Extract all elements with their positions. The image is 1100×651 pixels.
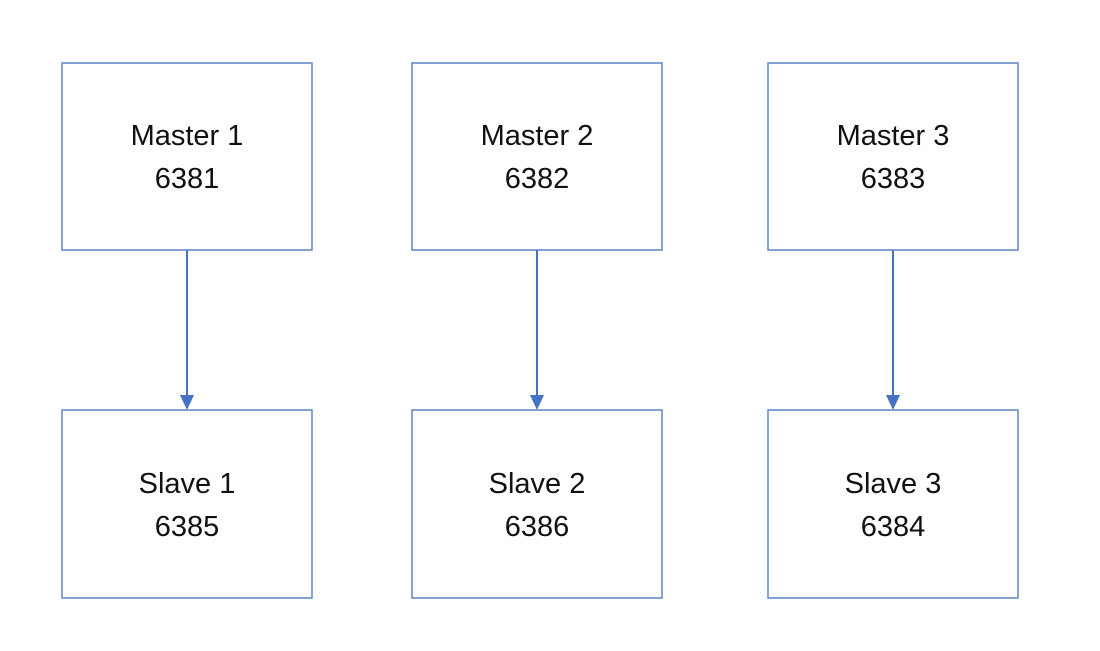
arrowhead-2: [530, 395, 544, 410]
slave-node-1: Slave 1 6385: [61, 409, 313, 599]
master-port-1: 6381: [155, 163, 220, 195]
slave-node-3: Slave 3 6384: [767, 409, 1019, 599]
pair-1: Master 1 6381 Slave 1 6385: [61, 62, 313, 599]
arrowhead-3: [886, 395, 900, 410]
slave-box-3: [767, 409, 1019, 599]
master-box-2: [411, 62, 663, 251]
master-port-2: 6382: [505, 163, 570, 195]
slave-port-2: 6386: [505, 511, 570, 543]
slave-name-2: Slave 2: [489, 468, 586, 500]
master-box-1: [61, 62, 313, 251]
slave-name-3: Slave 3: [845, 468, 942, 500]
master-name-2: Master 2: [481, 120, 594, 152]
arrowhead-1: [180, 395, 194, 410]
master-node-3: Master 3 6383: [767, 62, 1019, 251]
master-box-3: [767, 62, 1019, 251]
replication-arrow-3: [886, 250, 900, 410]
replication-arrow-2: [530, 250, 544, 410]
master-node-2: Master 2 6382: [411, 62, 663, 251]
slave-port-3: 6384: [861, 511, 926, 543]
master-name-1: Master 1: [131, 120, 244, 152]
master-port-3: 6383: [861, 163, 926, 195]
pair-3: Master 3 6383 Slave 3 6384: [767, 62, 1019, 599]
slave-port-1: 6385: [155, 511, 220, 543]
slave-box-2: [411, 409, 663, 599]
master-name-3: Master 3: [837, 120, 950, 152]
slave-name-1: Slave 1: [139, 468, 236, 500]
replication-arrow-1: [180, 250, 194, 410]
slave-box-1: [61, 409, 313, 599]
master-node-1: Master 1 6381: [61, 62, 313, 251]
pair-2: Master 2 6382 Slave 2 6386: [411, 62, 663, 599]
slave-node-2: Slave 2 6386: [411, 409, 663, 599]
